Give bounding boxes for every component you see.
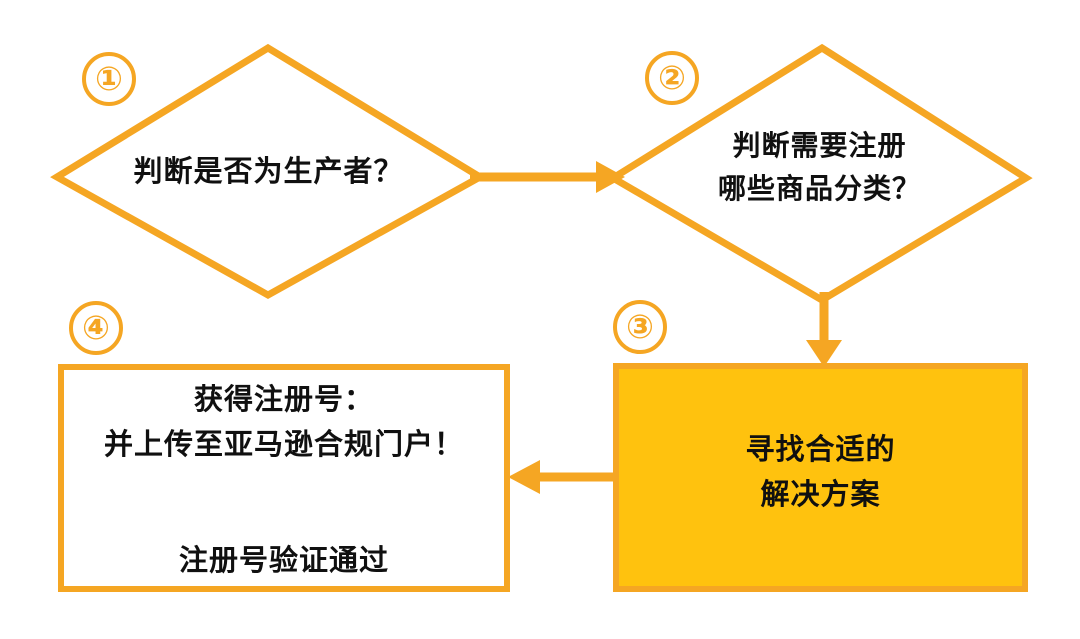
step3-badge[interactable]: ③: [613, 300, 667, 354]
step4-rectangle-shape[interactable]: [58, 364, 510, 592]
step1-diamond-shape[interactable]: [50, 43, 487, 300]
connector-step1-to-step2: [470, 161, 625, 193]
arrowhead-right-icon: [596, 161, 625, 193]
step3-rectangle-shape[interactable]: [613, 363, 1028, 592]
step4-badge[interactable]: ④: [69, 301, 123, 355]
arrowhead-left-icon: [508, 460, 540, 494]
step2-badge[interactable]: ②: [645, 51, 699, 105]
arrowhead-down-icon: [806, 340, 842, 367]
connector-step3-to-step4: [508, 460, 616, 494]
step1-badge[interactable]: ①: [82, 52, 136, 106]
connector-step2-to-step3: [806, 292, 842, 367]
